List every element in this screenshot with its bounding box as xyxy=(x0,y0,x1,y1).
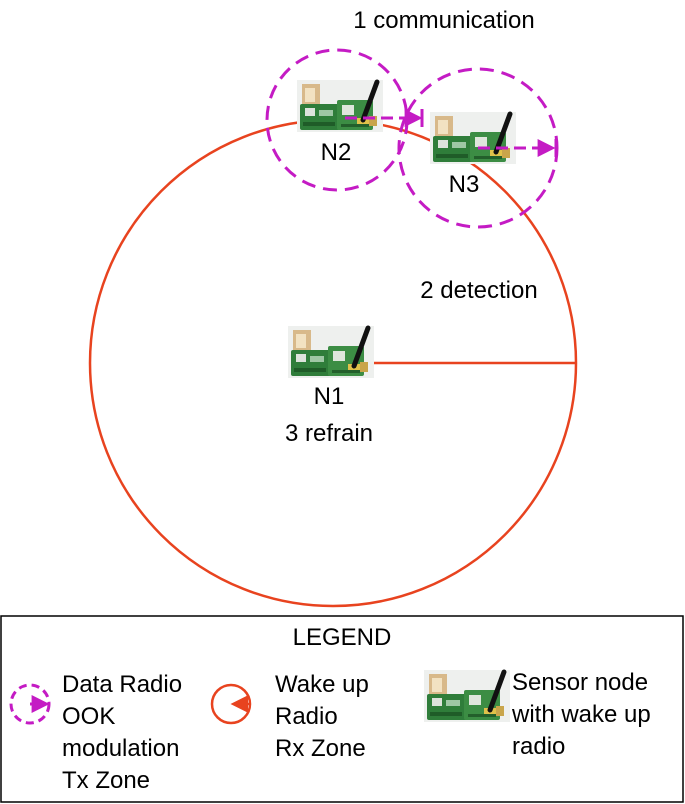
step-label-detection: 2 detection xyxy=(420,277,537,304)
node-label-n3: N3 xyxy=(449,171,480,198)
node-label-n1: N1 xyxy=(314,383,345,410)
legend-wakeup-radio-icon xyxy=(210,683,252,725)
legend-title: LEGEND xyxy=(293,624,392,651)
legend-sensor-node-line-2: with wake up xyxy=(511,701,651,728)
legend-data-radio-line-3: modulation xyxy=(62,735,179,762)
legend-sensor-node-icon xyxy=(424,670,510,722)
sensor-node-n2-icon xyxy=(297,80,383,132)
legend-data-radio-line-2: OOK xyxy=(62,703,115,730)
legend-data-radio-line-1: Data Radio xyxy=(62,671,182,698)
legend-data-radio-line-4: Tx Zone xyxy=(62,767,150,794)
step-label-refrain: 3 refrain xyxy=(285,420,373,447)
node-label-n2: N2 xyxy=(321,139,352,166)
legend-data-radio-icon xyxy=(9,683,51,725)
legend-sensor-node-line-3: radio xyxy=(512,733,565,760)
legend-wakeup-radio-line-2: Radio xyxy=(275,703,338,730)
sensor-node-n1-icon xyxy=(288,326,374,378)
sensor-node-n3-icon xyxy=(430,112,516,164)
legend-sensor-node-line-1: Sensor node xyxy=(512,669,648,696)
legend-wakeup-radio-line-3: Rx Zone xyxy=(275,735,366,762)
legend-wakeup-radio-line-1: Wake up xyxy=(275,671,369,698)
legend-box xyxy=(0,615,684,803)
step-label-communication: 1 communication xyxy=(353,7,534,34)
